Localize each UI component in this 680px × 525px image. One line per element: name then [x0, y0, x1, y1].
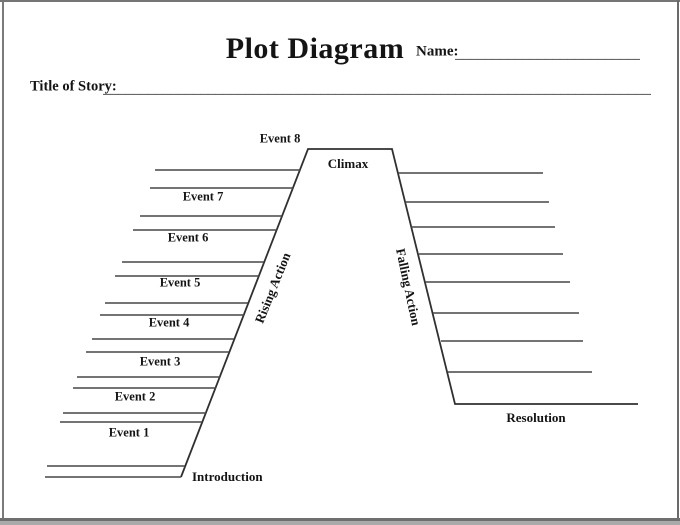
plot-mountain-outline — [180, 148, 638, 478]
event-6-label: Event 6 — [167, 230, 209, 245]
introduction-label: Introduction — [192, 469, 263, 484]
frame-border-top — [0, 0, 680, 2]
frame-border-bottom-shadow — [0, 521, 680, 525]
event-2-label: Event 2 — [114, 389, 156, 404]
title-of-story-input-line[interactable]: ________________________________________… — [103, 81, 651, 97]
event-1-label: Event 1 — [108, 425, 150, 440]
climax-label: Climax — [327, 156, 369, 171]
resolution-label: Resolution — [506, 410, 566, 425]
event-7-label: Event 7 — [182, 189, 224, 204]
frame-border-right — [677, 0, 679, 525]
page-title: Plot Diagram — [225, 32, 405, 65]
event-5-label: Event 5 — [159, 275, 201, 290]
frame-border-bottom — [0, 518, 680, 521]
event-4-label: Event 4 — [148, 315, 190, 330]
event-3-label: Event 3 — [139, 354, 181, 369]
name-label: Name: — [416, 43, 459, 60]
name-input-line[interactable]: ____________________________ — [455, 46, 640, 62]
frame-border-left — [2, 2, 4, 523]
event-8-label: Event 8 — [259, 131, 301, 146]
title-of-story-label: Title of Story: — [30, 78, 117, 95]
